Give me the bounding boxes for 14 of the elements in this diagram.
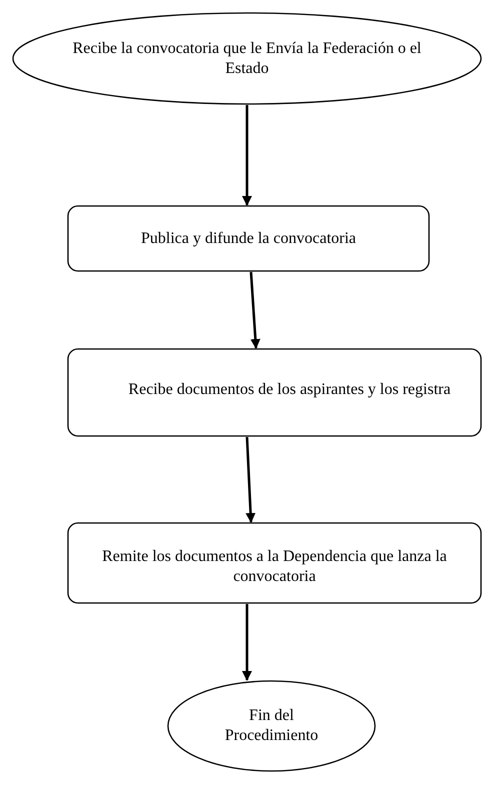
process-box (67, 348, 482, 437)
arrow (242, 105, 252, 206)
process-box (67, 522, 482, 604)
arrow (242, 604, 252, 681)
arrow (250, 272, 260, 349)
terminator-ellipse (167, 680, 376, 772)
step-text: Fin del Procedimiento (224, 706, 320, 746)
step-text: Recibe la convocatoria que le Envía la Federación o el Estado (72, 38, 422, 78)
step-text: Publica y difunde la convocatoria (140, 228, 356, 248)
process-box (67, 205, 430, 272)
arrow (246, 436, 256, 523)
step-text: Recibe documentos de los aspirantes y los registra (128, 380, 451, 400)
step-text: Remite los documentos a la Dependencia que lanza la convocatoria (101, 547, 448, 587)
terminator-ellipse (12, 12, 482, 105)
